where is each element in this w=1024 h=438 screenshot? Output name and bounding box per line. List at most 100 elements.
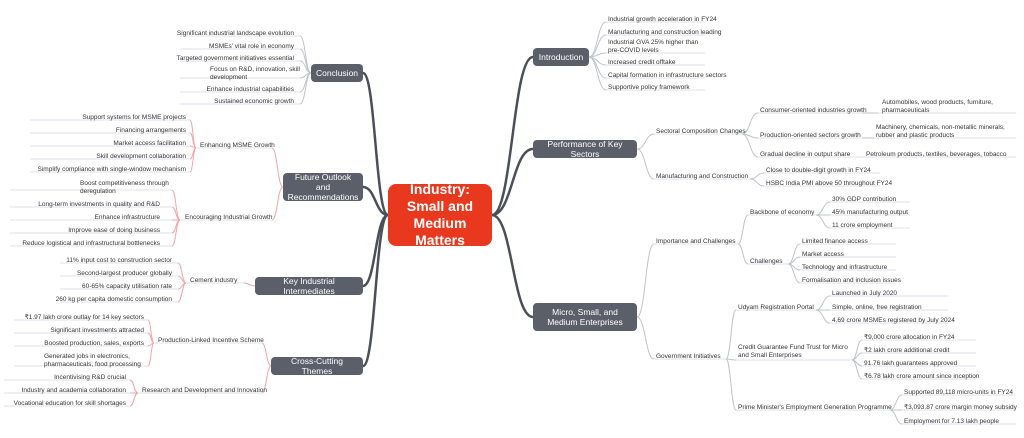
encouraging-item-2: Long-term investments in quality and R&D <box>38 201 160 208</box>
branch-msme[interactable]: Micro, Small, and Medium Enterprises <box>533 303 637 331</box>
backbone-label: Backbone of economy <box>750 209 815 216</box>
edge-perf-manufacturing <box>636 148 655 180</box>
intro-item-3: Industrial GVA 25% higher than pre-COVID… <box>608 39 699 54</box>
branch-future-outlook[interactable]: Future Outlook and Recommendations <box>283 172 363 202</box>
backbone-item-2: 45% manufacturing output <box>832 209 908 216</box>
edge-future-enhancing <box>271 147 284 188</box>
edge-future-encouraging <box>271 186 284 221</box>
edge-enc-0 <box>171 189 181 221</box>
manufacturing-item-2: HSBC India PMI above 50 throughout FY24 <box>766 180 893 187</box>
edge-center-introduction <box>491 55 534 217</box>
backbone-item-1: 30% GDP contribution <box>832 196 897 203</box>
conclusion-item-3: Targeted government initiatives essentia… <box>176 55 294 62</box>
pli-item-3: Boosted production, sales, exports <box>44 340 144 347</box>
cgtmse-label: Credit Guarantee Fund Trust for Micro an… <box>738 344 848 359</box>
edge-intro-1 <box>588 34 607 58</box>
edge-cross-pli <box>261 342 272 367</box>
edge-udyam <box>725 309 737 360</box>
branch-industrial-intermediates[interactable]: Key Industrial Intermediates <box>255 276 363 296</box>
edge-backbone <box>737 214 749 245</box>
edge-pmegp <box>725 358 737 411</box>
consumer-oriented-label: Consumer-oriented industries growth <box>760 107 867 114</box>
enhancing-msme-label: Enhancing MSME Growth <box>200 142 275 149</box>
center-topic[interactable]: Industry: Small and Medium Matters <box>388 181 492 248</box>
branch-performance[interactable]: Performance of Key Sectors <box>533 139 637 159</box>
edge-center-conclusion <box>361 71 390 217</box>
edge-center-future <box>362 185 389 217</box>
cgtmse-item-2: ₹2 lakh crore additional credit <box>864 347 950 354</box>
cement-item-1: 11% input cost to construction sector <box>66 257 172 264</box>
rnd-item-2: Industry and academia collaboration <box>21 387 126 394</box>
cgtmse-item-1: ₹9,000 crore allocation in FY24 <box>864 334 955 341</box>
decline-detail: Petroleum products, textiles, beverages,… <box>866 151 1007 158</box>
edge-intro-2 <box>588 52 607 58</box>
edge-rnd-0 <box>129 379 139 394</box>
edge-udyam-0 <box>815 295 831 311</box>
edge-center-performance <box>491 147 534 217</box>
challenges-item-4: Formalisation and inclusion issues <box>802 277 901 284</box>
edge-concl-5 <box>299 72 312 105</box>
encouraging-item-3: Enhance infrastructure <box>94 214 160 221</box>
enhancing-item-5: Simplify compliance with single-window m… <box>37 166 186 173</box>
encouraging-item-1: Boost competitiveness through deregulati… <box>80 180 169 195</box>
conclusion-item-4: Focus on R&D, innovation, skill developm… <box>210 66 300 81</box>
edge-cgtmse <box>725 358 737 361</box>
intro-item-5: Capital formation in infrastructure sect… <box>608 72 727 79</box>
branch-conclusion[interactable]: Conclusion <box>311 64 363 82</box>
edge-pm-2 <box>889 409 903 425</box>
intro-item-1: Industrial growth acceleration in FY24 <box>608 16 717 23</box>
challenges-label: Challenges <box>750 258 783 265</box>
branch-cross-cutting[interactable]: Cross-Cutting Themes <box>271 356 363 376</box>
pmegp-item-1: Supported 89,118 micro-units in FY24 <box>904 389 1013 396</box>
edge-msme-initiatives <box>636 316 655 360</box>
pli-item-1: ₹1.97 lakh crore outlay for 14 key secto… <box>24 314 144 321</box>
encouraging-item-4: Improve ease of doing business <box>68 227 160 234</box>
intro-item-4: Increased credit offtake <box>608 59 676 66</box>
pmegp-label: Prime Minister's Employment Generation P… <box>738 404 892 411</box>
cement-item-3: 60-65% capacity utilisation rate <box>82 283 172 290</box>
edge-sectoral-0 <box>741 112 759 135</box>
pli-label: Production-Linked Incentive Scheme <box>158 337 264 344</box>
edge-backbone-2 <box>815 214 831 229</box>
pli-item-4: Generated jobs in electronics, pharmaceu… <box>44 353 141 368</box>
pmegp-item-2: ₹3,093.87 crore margin money subsidy <box>904 404 1017 411</box>
cement-item-2: Second-largest producer globally <box>76 270 172 277</box>
udyam-item-2: Simple, online, free registration <box>832 304 922 311</box>
edge-udyam-2 <box>815 309 831 324</box>
intro-item-6: Supportive policy framework <box>608 84 690 91</box>
pmegp-item-3: Employment for 7.13 lakh people <box>904 418 1000 425</box>
challenges-item-1: Limited finance access <box>802 238 868 245</box>
production-oriented-detail: Machinery, chemicals, non-metallic miner… <box>876 124 1005 139</box>
edge-sectoral-2 <box>741 133 759 158</box>
encouraging-item-5: Reduce logistical and infrastructural bo… <box>22 240 160 247</box>
rnd-item-3: Vocational education for skill shortages <box>13 400 126 407</box>
cgtmse-item-3: 91.76 lakh guarantees approved <box>864 360 958 367</box>
enhancing-item-2: Financing arrangements <box>115 127 186 134</box>
edge-center-intermediates <box>362 213 389 288</box>
udyam-item-3: 4.69 crore MSMEs registered by July 2024 <box>832 317 955 324</box>
conclusion-item-1: Significant industrial landscape evoluti… <box>176 30 294 37</box>
edge-manu-1 <box>749 178 765 187</box>
intro-item-2: Manufacturing and construction leading <box>608 29 722 36</box>
edge-enc-4 <box>171 219 181 247</box>
edge-backbone-0 <box>815 201 831 216</box>
backbone-item-3: 11 crore employment <box>832 222 893 229</box>
udyam-label: Udyam Registration Portal <box>738 304 814 311</box>
edge-center-msme <box>491 213 534 319</box>
pli-item-2: Significant investments attracted <box>50 327 144 334</box>
branch-introduction[interactable]: Introduction <box>533 48 589 66</box>
encouraging-industrial-label: Encouraging Industrial Growth <box>185 214 273 221</box>
edge-center-crosscutting <box>361 213 390 368</box>
edge-intro-5 <box>588 56 607 91</box>
enhancing-item-3: Market access facilitation <box>113 140 186 147</box>
decline-label: Gradual decline in output share <box>760 151 851 158</box>
rnd-item-1: Incentivising R&D crucial <box>54 374 126 381</box>
edge-perf-sectoral <box>636 133 655 150</box>
manufacturing-item-1: Close to double-digit growth in FY24 <box>766 167 871 174</box>
enhancing-item-1: Support systems for MSME projects <box>82 114 186 121</box>
cement-industry-label: Cement industry <box>190 277 238 284</box>
cgtmse-item-4: ₹6.78 lakh crore amount since inception <box>864 373 980 380</box>
edge-inter-cement <box>243 282 256 287</box>
